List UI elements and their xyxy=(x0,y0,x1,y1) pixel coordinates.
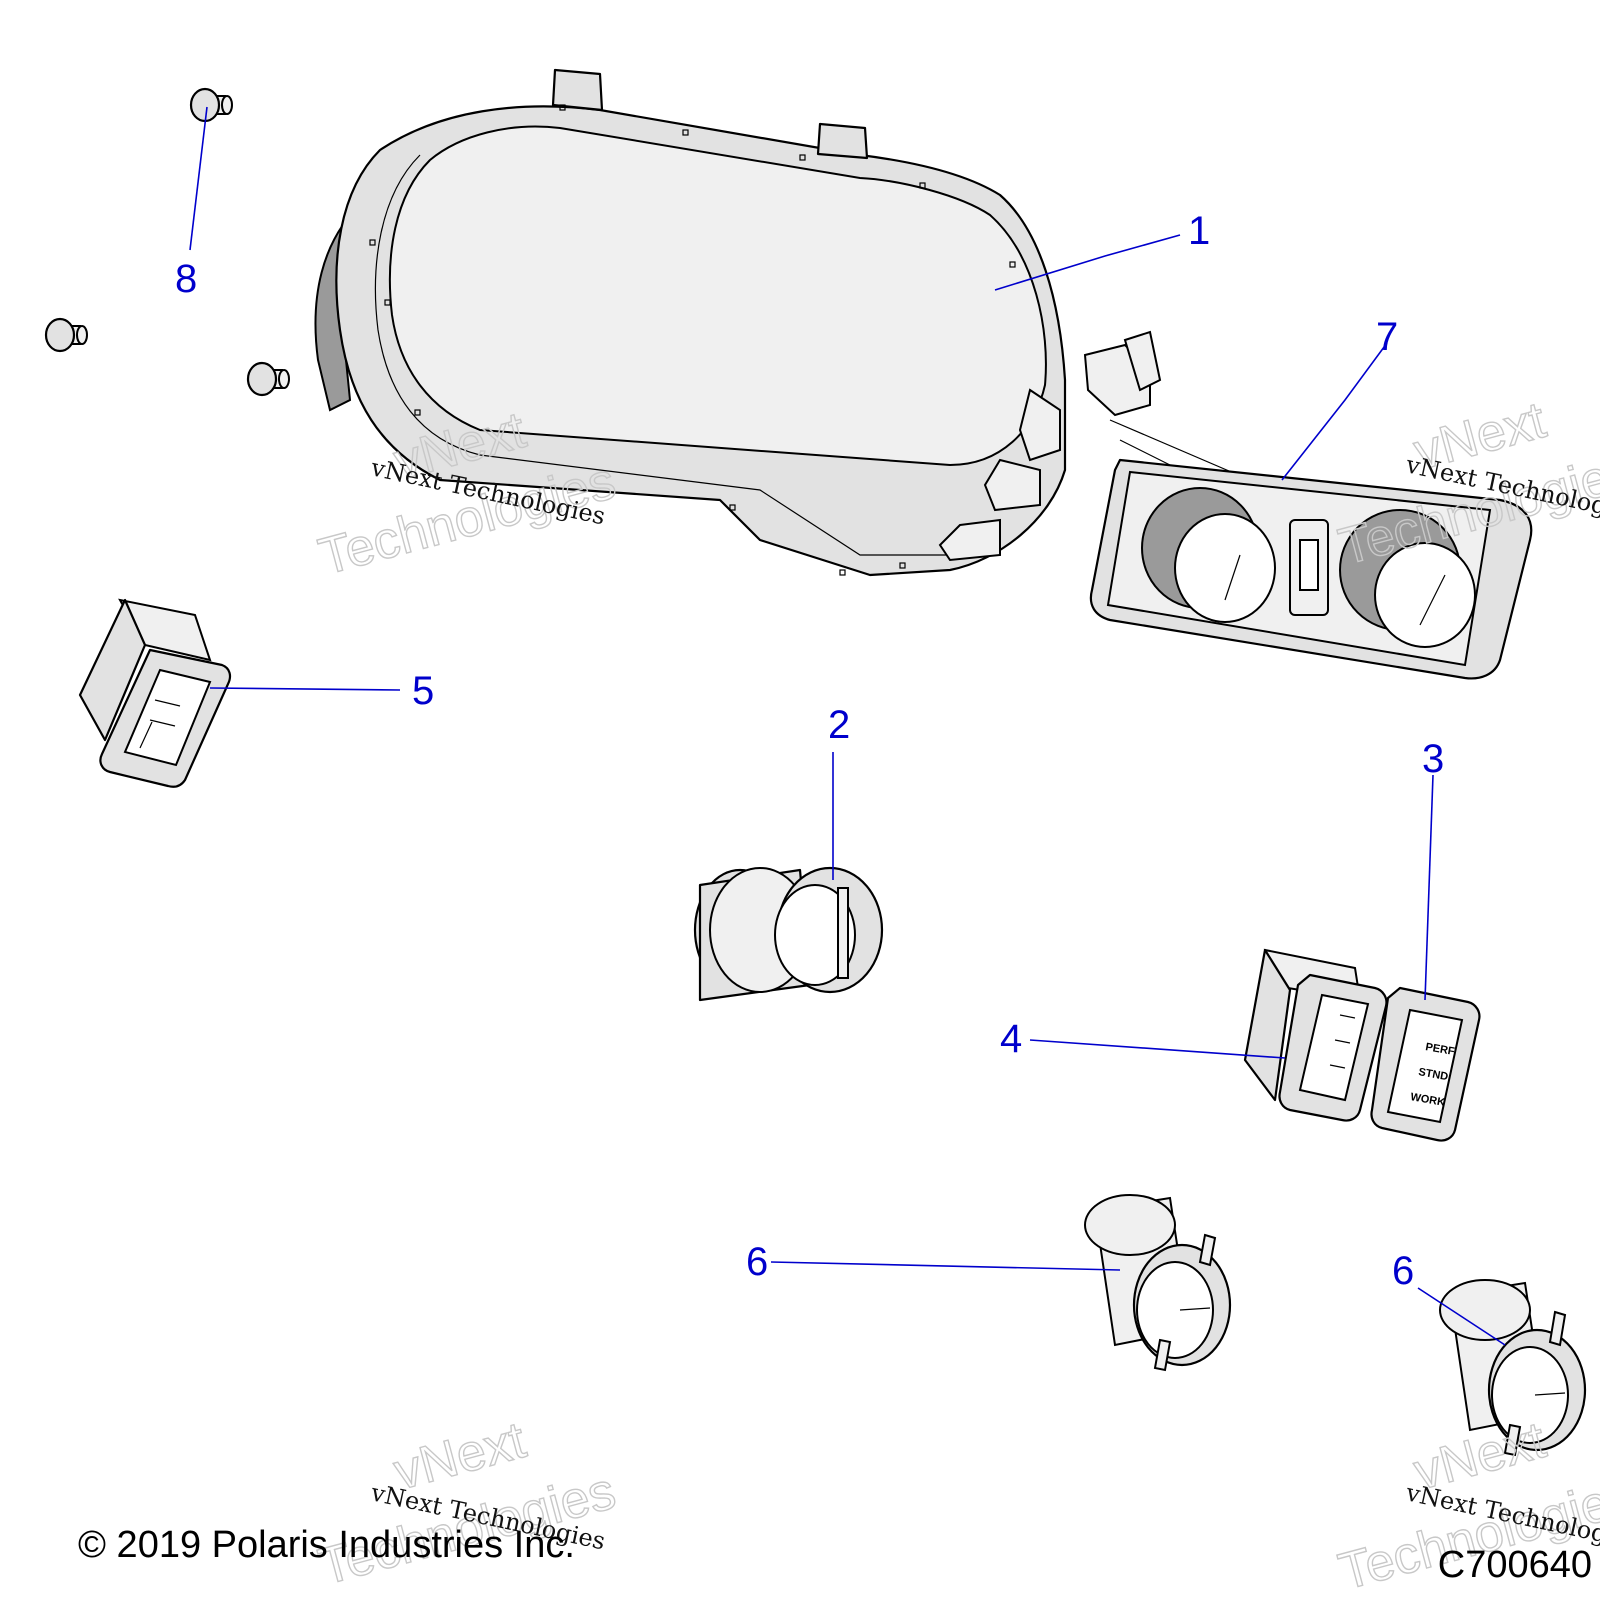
callout-4: 4 xyxy=(1000,1017,1022,1061)
switch-4 xyxy=(1278,973,1388,1122)
power-outlet-left xyxy=(1084,1194,1232,1372)
power-outlet-right xyxy=(1439,1279,1587,1457)
switch-3: PERF STND WORK xyxy=(1370,986,1481,1142)
stnd-label: STND xyxy=(1417,1066,1449,1083)
callout-2: 2 xyxy=(828,703,850,747)
diagram-code: C700640 xyxy=(1438,1544,1592,1586)
callout-6-left: 6 xyxy=(746,1240,768,1284)
callout-6-right: 6 xyxy=(1392,1249,1414,1293)
watermark-bottom-center: vNext Technologies vNext Technologies xyxy=(312,1410,622,1597)
copyright-text: © 2019 Polaris Industries Inc. xyxy=(78,1524,575,1566)
callout-1: 1 xyxy=(1188,209,1210,253)
switch-block: PERF STND WORK xyxy=(1243,948,1481,1142)
climate-control-panel xyxy=(1083,330,1533,680)
callout-3: 3 xyxy=(1422,737,1444,781)
rivet-1 xyxy=(189,87,233,123)
rocker-switch-lights xyxy=(78,598,232,788)
rivet-3 xyxy=(246,361,290,397)
callout-numbers: 1 2 3 4 5 6 6 7 8 xyxy=(175,209,1444,1293)
callout-8: 8 xyxy=(175,257,197,301)
work-label: WORK xyxy=(1409,1091,1445,1109)
perf-label: PERF xyxy=(1424,1041,1455,1058)
callout-5: 5 xyxy=(412,669,434,713)
ignition-switch xyxy=(693,866,884,1002)
callout-7: 7 xyxy=(1376,315,1398,359)
push-rivets xyxy=(44,87,290,397)
instrument-cluster xyxy=(314,68,1067,577)
rivet-2 xyxy=(44,317,88,353)
leader-lines xyxy=(189,106,1506,1346)
